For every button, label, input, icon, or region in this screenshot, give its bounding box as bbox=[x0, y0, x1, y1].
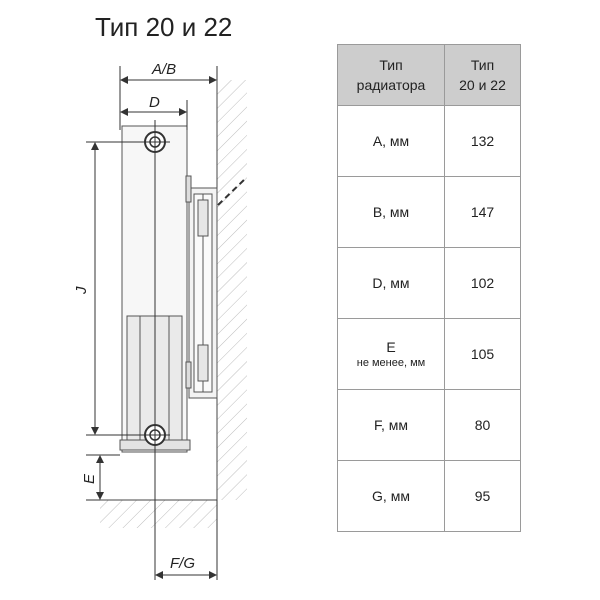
table-row: D, мм 102 bbox=[337, 247, 521, 319]
dimension-d-label: D bbox=[149, 94, 160, 111]
value-cell: 105 bbox=[444, 318, 521, 390]
value-cell: 132 bbox=[444, 105, 521, 177]
value-cell: 147 bbox=[444, 176, 521, 248]
table-header-row: Тип радиатора Тип 20 и 22 bbox=[337, 44, 521, 106]
dimension-j-label: J bbox=[73, 286, 90, 295]
param-cell: D, мм bbox=[337, 247, 445, 319]
table-row: F, мм 80 bbox=[337, 389, 521, 461]
header-radiator-type: Тип радиатора bbox=[337, 44, 445, 106]
param-cell: G, мм bbox=[337, 460, 445, 532]
table-row: G, мм 95 bbox=[337, 460, 521, 532]
floor-hatching bbox=[100, 499, 217, 528]
dimension-ab-label: A/B bbox=[151, 61, 176, 78]
param-subtitle: не менее, мм bbox=[356, 357, 426, 369]
value-cell: 95 bbox=[444, 460, 521, 532]
dimension-d: D bbox=[120, 94, 187, 116]
diagram-title: Тип 20 и 22 bbox=[95, 12, 233, 42]
header-type-20-22: Тип 20 и 22 bbox=[444, 44, 521, 106]
param-cell: F, мм bbox=[337, 389, 445, 461]
dimension-fg-label: F/G bbox=[170, 555, 195, 572]
param-cell: E не менее, мм bbox=[337, 318, 445, 390]
param-cell: A, мм bbox=[337, 105, 445, 177]
wall-hatching bbox=[216, 80, 247, 500]
dimension-ab: A/B bbox=[120, 61, 217, 84]
dimension-fg: F/G bbox=[155, 555, 217, 579]
radiator-spec-table: Тип радиатора Тип 20 и 22 A, мм 132 B, м… bbox=[337, 44, 521, 532]
table-row: A, мм 132 bbox=[337, 105, 521, 177]
wall-bracket bbox=[188, 187, 218, 399]
table-row: B, мм 147 bbox=[337, 176, 521, 248]
radiator-side-view-drawing: A/B D J E F/G bbox=[73, 61, 247, 580]
bracket-screw-hint bbox=[217, 177, 247, 206]
value-cell: 80 bbox=[444, 389, 521, 461]
param-cell: B, мм bbox=[337, 176, 445, 248]
dimension-e: E bbox=[81, 455, 104, 500]
dimension-j: J bbox=[73, 142, 99, 435]
table-row: E не менее, мм 105 bbox=[337, 318, 521, 390]
value-cell: 102 bbox=[444, 247, 521, 319]
dimension-e-label: E bbox=[81, 473, 98, 484]
